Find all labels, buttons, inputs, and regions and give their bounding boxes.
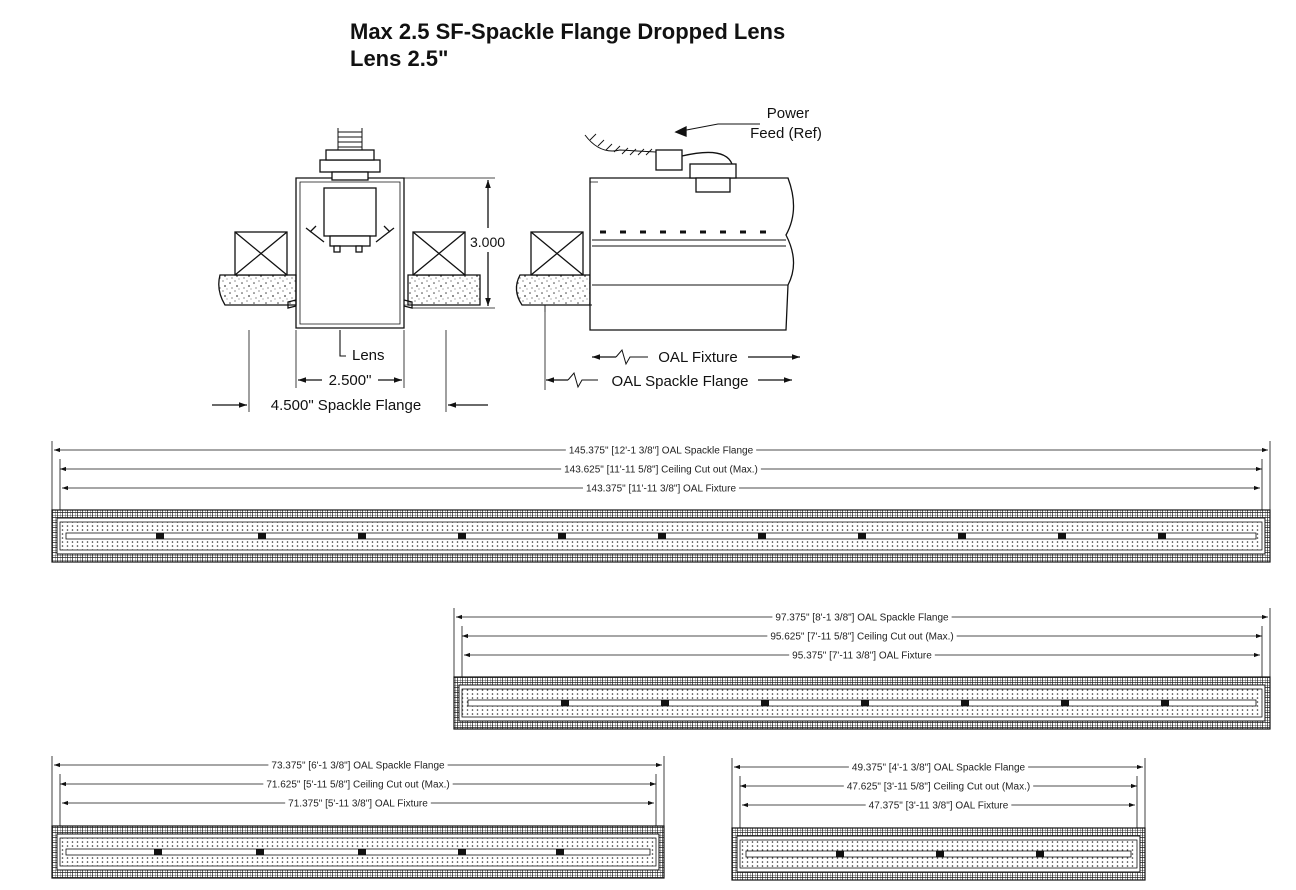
mounting-point bbox=[861, 700, 869, 706]
mounting-point bbox=[1061, 700, 1069, 706]
title-line-1: Max 2.5 SF-Spackle Flange Dropped Lens bbox=[350, 19, 786, 44]
height-dimension bbox=[404, 177, 495, 309]
flange-dimension-label: 97.375" [8'-1 3/8"] OAL Spackle Flange bbox=[775, 613, 949, 624]
title-line-2: Lens 2.5" bbox=[350, 46, 449, 71]
joist-blocks bbox=[234, 231, 466, 276]
mounting-point bbox=[1161, 700, 1169, 706]
mounting-point bbox=[858, 533, 866, 539]
cutout-dimension-label: 95.625" [7'-11 5/8"] Ceiling Cut out (Ma… bbox=[770, 632, 953, 643]
side-housing bbox=[544, 177, 795, 331]
mounting-point bbox=[1058, 533, 1066, 539]
power-feed-label-2: Feed (Ref) bbox=[750, 125, 822, 142]
power-feed-leader bbox=[674, 123, 760, 137]
mounting-point bbox=[256, 849, 264, 855]
lens-leader bbox=[339, 330, 346, 357]
side-connector bbox=[584, 133, 737, 193]
mounting-point bbox=[154, 849, 162, 855]
power-feed-label-1: Power bbox=[767, 105, 810, 122]
fixture-plan-3: 73.375" [6'-1 3/8"] OAL Spackle Flange 71… bbox=[51, 756, 665, 879]
fixture-dimension-label: 47.375" [3'-11 3/8"] OAL Fixture bbox=[869, 801, 1009, 812]
mounting-point bbox=[1158, 533, 1166, 539]
mounting-point bbox=[258, 533, 266, 539]
cutout-dimension-label: 47.625" [3'-11 5/8"] Ceiling Cut out (Ma… bbox=[847, 782, 1030, 793]
fixture-plan-views: 145.375" [12'-1 3/8"] OAL Spackle Flange… bbox=[51, 441, 1271, 881]
fixture-dimension-label: 71.375" [5'-11 3/8"] OAL Fixture bbox=[288, 799, 428, 810]
flange-dimension-label: 4.500" Spackle Flange bbox=[271, 397, 421, 414]
mounting-point bbox=[661, 700, 669, 706]
driver-box bbox=[305, 187, 395, 253]
mounting-point bbox=[358, 849, 366, 855]
flange-dimension-label: 73.375" [6'-1 3/8"] OAL Spackle Flange bbox=[271, 761, 445, 772]
mounting-point bbox=[556, 849, 564, 855]
oal-fixture-dimension bbox=[592, 348, 800, 366]
width-dimension bbox=[295, 330, 405, 388]
fixture-plan-4: 49.375" [4'-1 3/8"] OAL Spackle Flange 47… bbox=[731, 758, 1146, 881]
lens-label: Lens bbox=[352, 347, 385, 364]
mounting-point bbox=[761, 700, 769, 706]
oal-flange-label: OAL Spackle Flange bbox=[611, 373, 748, 390]
oal-flange-dimension bbox=[544, 312, 792, 390]
mounting-point bbox=[758, 533, 766, 539]
width-dimension-label: 2.500" bbox=[329, 372, 372, 389]
mounting-point bbox=[458, 849, 466, 855]
fixture-plan-1: 145.375" [12'-1 3/8"] OAL Spackle Flange… bbox=[51, 441, 1271, 563]
mounting-point bbox=[558, 533, 566, 539]
drawing-title: Max 2.5 SF-Spackle Flange Dropped Lens L… bbox=[350, 18, 785, 72]
mounting-point bbox=[561, 700, 569, 706]
mounting-point bbox=[358, 533, 366, 539]
mounting-point bbox=[961, 700, 969, 706]
conduit-connector bbox=[319, 128, 381, 181]
mounting-point bbox=[936, 851, 944, 857]
side-drywall bbox=[515, 274, 591, 306]
flange-dimension bbox=[212, 330, 488, 412]
flange-dimension-label: 49.375" [4'-1 3/8"] OAL Spackle Flange bbox=[852, 763, 1026, 774]
cutout-dimension-label: 143.625" [11'-11 5/8"] Ceiling Cut out (… bbox=[564, 465, 758, 476]
mounting-point bbox=[958, 533, 966, 539]
flange-dimension-label: 145.375" [12'-1 3/8"] OAL Spackle Flange bbox=[569, 446, 754, 457]
mounting-point bbox=[458, 533, 466, 539]
side-joist bbox=[530, 231, 584, 276]
height-dimension-label: 3.000 bbox=[470, 234, 505, 250]
side-view bbox=[515, 123, 800, 390]
mounting-point bbox=[658, 533, 666, 539]
mounting-point bbox=[156, 533, 164, 539]
fixture-dimension-label: 95.375" [7'-11 3/8"] OAL Fixture bbox=[792, 651, 932, 662]
fixture-dimension-label: 143.375" [11'-11 3/8"] OAL Fixture bbox=[586, 484, 736, 495]
mounting-point bbox=[1036, 851, 1044, 857]
fixture-plan-2: 97.375" [8'-1 3/8"] OAL Spackle Flange 95… bbox=[453, 608, 1271, 730]
cross-section-view bbox=[212, 128, 495, 412]
mounting-point bbox=[836, 851, 844, 857]
oal-fixture-label: OAL Fixture bbox=[658, 349, 737, 366]
cutout-dimension-label: 71.625" [5'-11 5/8"] Ceiling Cut out (Ma… bbox=[266, 780, 449, 791]
ceiling-drywall bbox=[218, 274, 481, 306]
